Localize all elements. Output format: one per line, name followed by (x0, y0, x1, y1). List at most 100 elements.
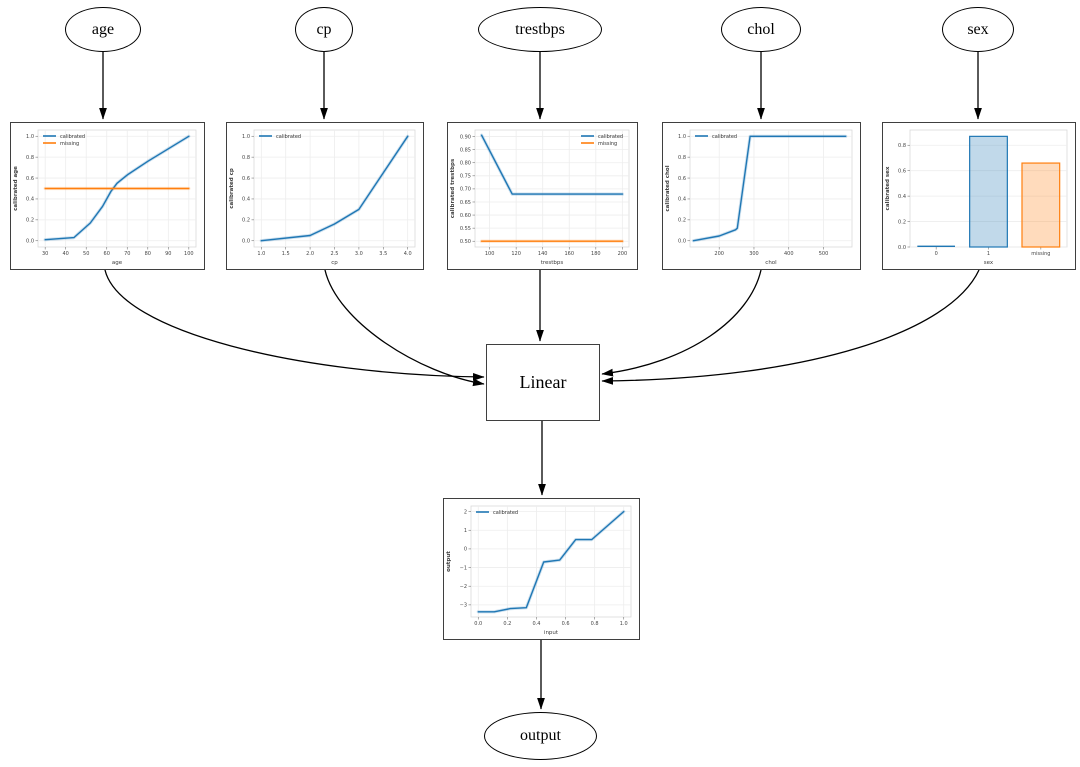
svg-text:70: 70 (124, 251, 130, 257)
edge-sex-plot-to-linear (601, 269, 980, 385)
svg-text:160: 160 (564, 251, 574, 257)
edge-cp-plot-to-linear (324, 269, 485, 387)
svg-text:0.75: 0.75 (460, 174, 471, 180)
svg-text:calibrated: calibrated (598, 134, 623, 140)
svg-text:0.2: 0.2 (678, 218, 686, 224)
svg-text:calibrated: calibrated (60, 134, 85, 140)
svg-text:0.0: 0.0 (26, 239, 34, 245)
svg-text:140: 140 (538, 251, 548, 257)
svg-text:3.5: 3.5 (379, 251, 387, 257)
svg-text:trestbps: trestbps (541, 260, 564, 266)
svg-text:0.80: 0.80 (460, 161, 471, 167)
svg-text:calibrated age: calibrated age (13, 166, 19, 211)
svg-text:60: 60 (104, 251, 110, 257)
edge-age-plot-to-linear (104, 269, 485, 381)
svg-text:0.60: 0.60 (460, 213, 471, 219)
node-trestbps-label: trestbps (515, 20, 565, 38)
svg-text:0.4: 0.4 (678, 197, 686, 203)
svg-text:200: 200 (618, 251, 628, 257)
svg-text:calibrated cp: calibrated cp (229, 168, 235, 209)
svg-text:0.6: 0.6 (242, 176, 250, 182)
svg-text:2.0: 2.0 (306, 251, 314, 257)
svg-text:0.2: 0.2 (242, 218, 250, 224)
svg-text:calibrated chol: calibrated chol (665, 165, 671, 211)
svg-text:400: 400 (784, 251, 794, 257)
svg-text:calibrated: calibrated (276, 134, 301, 140)
node-chol-label: chol (747, 20, 775, 38)
svg-text:1.0: 1.0 (26, 134, 34, 140)
svg-text:50: 50 (83, 251, 89, 257)
svg-text:80: 80 (145, 251, 151, 257)
svg-text:0.55: 0.55 (460, 226, 471, 232)
svg-text:0.70: 0.70 (460, 187, 471, 193)
svg-text:0.8: 0.8 (898, 143, 906, 149)
svg-text:0.8: 0.8 (678, 155, 686, 161)
svg-text:0.0: 0.0 (678, 239, 686, 245)
svg-text:input: input (544, 630, 559, 636)
node-output: output (484, 712, 597, 760)
node-output-label: output (520, 727, 561, 744)
svg-text:0: 0 (464, 547, 467, 553)
svg-text:40: 40 (63, 251, 69, 257)
svg-text:0.4: 0.4 (26, 197, 34, 203)
svg-text:0.2: 0.2 (26, 218, 34, 224)
svg-text:calibrated trestbps: calibrated trestbps (450, 158, 456, 218)
svg-text:0.8: 0.8 (242, 155, 250, 161)
svg-text:1.5: 1.5 (282, 251, 290, 257)
svg-text:−1: −1 (460, 565, 467, 571)
svg-text:0.8: 0.8 (26, 155, 34, 161)
svg-text:−3: −3 (460, 603, 467, 609)
svg-text:−2: −2 (460, 584, 467, 590)
svg-text:1.0: 1.0 (257, 251, 265, 257)
svg-text:0.2: 0.2 (898, 219, 906, 225)
svg-text:1: 1 (987, 251, 990, 257)
node-cp: cp (295, 7, 353, 52)
svg-text:1.0: 1.0 (242, 134, 250, 140)
svg-text:3.0: 3.0 (355, 251, 363, 257)
svg-text:300: 300 (749, 251, 759, 257)
svg-text:1: 1 (464, 528, 467, 534)
node-age-label: age (91, 20, 115, 38)
svg-text:calibrated: calibrated (712, 134, 737, 140)
svg-text:100: 100 (485, 251, 495, 257)
svg-text:missing: missing (1031, 251, 1050, 257)
svg-text:calibrated: calibrated (493, 510, 518, 516)
svg-text:120: 120 (511, 251, 521, 257)
node-sex: sex (942, 7, 1014, 52)
edge-chol-plot-to-linear (601, 269, 762, 377)
svg-text:output: output (446, 551, 452, 572)
svg-text:0.85: 0.85 (460, 147, 471, 153)
svg-text:500: 500 (819, 251, 829, 257)
svg-text:30: 30 (42, 251, 48, 257)
svg-text:0.6: 0.6 (562, 621, 570, 627)
svg-text:100: 100 (184, 251, 194, 257)
svg-text:200: 200 (714, 251, 724, 257)
svg-text:calibrated sex: calibrated sex (885, 166, 891, 210)
node-linear-label: Linear (519, 372, 567, 392)
svg-text:0.90: 0.90 (460, 134, 471, 140)
svg-text:0.4: 0.4 (242, 197, 250, 203)
svg-text:cp: cp (331, 260, 338, 266)
svg-text:0.8: 0.8 (591, 621, 599, 627)
node-age: age (65, 7, 141, 52)
svg-text:1.0: 1.0 (620, 621, 628, 627)
svg-text:0.6: 0.6 (26, 176, 34, 182)
svg-text:0.4: 0.4 (532, 621, 540, 627)
plot-age-calibrator: 30 40 50 60 70 80 90 100 0.0 0.2 0.4 0.6 0.8 1.0 age ca… (10, 122, 205, 270)
svg-text:180: 180 (591, 251, 601, 257)
svg-text:90: 90 (165, 251, 171, 257)
svg-text:2.5: 2.5 (331, 251, 339, 257)
node-linear: Linear (486, 344, 600, 421)
node-cp-label: cp (316, 20, 332, 38)
svg-text:age: age (112, 260, 123, 266)
svg-text:0.65: 0.65 (460, 200, 471, 206)
age-calibration-chart: 30 40 50 60 70 80 90 100 0.0 0.2 0.4 0.6 0.8 1.0 age ca… (13, 129, 197, 266)
